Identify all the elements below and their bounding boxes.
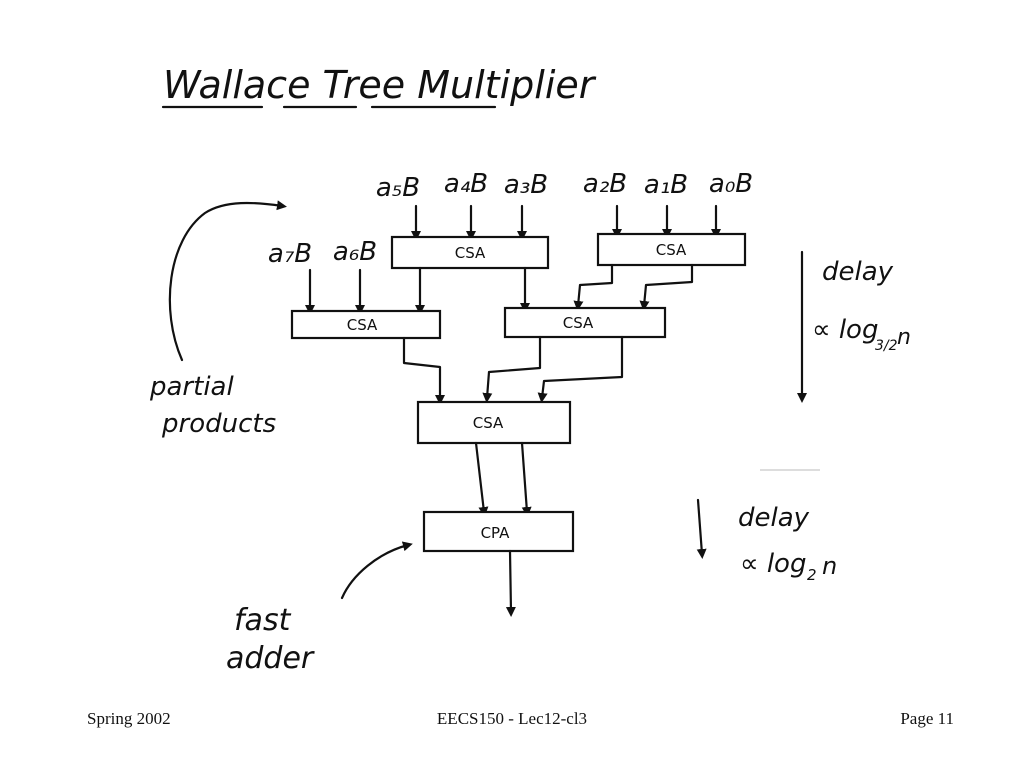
input-label-a6b: a₆B <box>333 237 377 267</box>
wire <box>639 263 694 311</box>
footer-date: Spring 2002 <box>87 709 171 728</box>
csa-block-mid-right <box>503 306 667 339</box>
footer-page-number: Page 11 <box>900 709 954 728</box>
input-label-a1b: a₁B <box>644 170 688 200</box>
csa-block-top-left <box>390 235 550 270</box>
slide-title: Wallace Tree Multiplier <box>163 63 597 107</box>
input-label-a2b: a₂B <box>583 169 627 199</box>
csa-block-top-right <box>596 232 747 267</box>
delay-cpa-expr: ∝ log <box>740 549 806 579</box>
delay-cpa-arrow <box>696 498 707 559</box>
csa-block-mid-left <box>290 309 442 340</box>
partial-products-label: products <box>161 409 276 439</box>
input-label-a0b: a₀B <box>709 169 753 199</box>
partial-products-label: partial <box>149 372 234 402</box>
delay-csa-expr: ∝ log <box>812 315 878 345</box>
slide-footer: Spring 2002 EECS150 - Lec12-cl3 Page 11 <box>0 700 1024 740</box>
wire <box>537 335 624 403</box>
input-label-a3b: a₃B <box>504 170 548 200</box>
output-arrow <box>505 549 516 617</box>
wire <box>482 335 542 403</box>
delay-cpa-n: n <box>822 552 837 580</box>
input-label-a7b: a₇B <box>268 239 312 269</box>
cpa-block <box>422 510 575 553</box>
csa-label: CSA <box>656 241 687 259</box>
csa-label: CSA <box>563 314 594 332</box>
delay-cpa-base: 2 <box>807 566 817 584</box>
footer-course: EECS150 - Lec12-cl3 <box>436 709 588 728</box>
delay-csa-base: 3/2 <box>875 338 898 354</box>
wallace-tree-diagram: Wallace Tree Multiplier a₅B a₄B a₃B a₂B … <box>149 63 911 676</box>
input-label-a4b: a₄B <box>444 169 488 199</box>
cpa-label: CPA <box>481 524 511 542</box>
fast-adder-arrow <box>340 541 413 600</box>
csa-label: CSA <box>455 244 486 262</box>
input-label-a5b: a₅B <box>376 173 420 203</box>
delay-csa-word: delay <box>822 257 894 287</box>
fast-adder-label: adder <box>226 641 315 676</box>
partial-products-arrow <box>168 200 287 362</box>
csa-block-bottom <box>416 400 572 445</box>
delay-cpa-word: delay <box>738 503 810 533</box>
csa-label: CSA <box>473 414 504 432</box>
wire <box>402 336 445 405</box>
fast-adder-label: fast <box>234 603 292 638</box>
wire <box>520 441 532 517</box>
delay-csa-n: n <box>897 325 911 350</box>
wire <box>573 263 614 311</box>
csa-label: CSA <box>347 316 378 334</box>
wire <box>474 441 489 517</box>
